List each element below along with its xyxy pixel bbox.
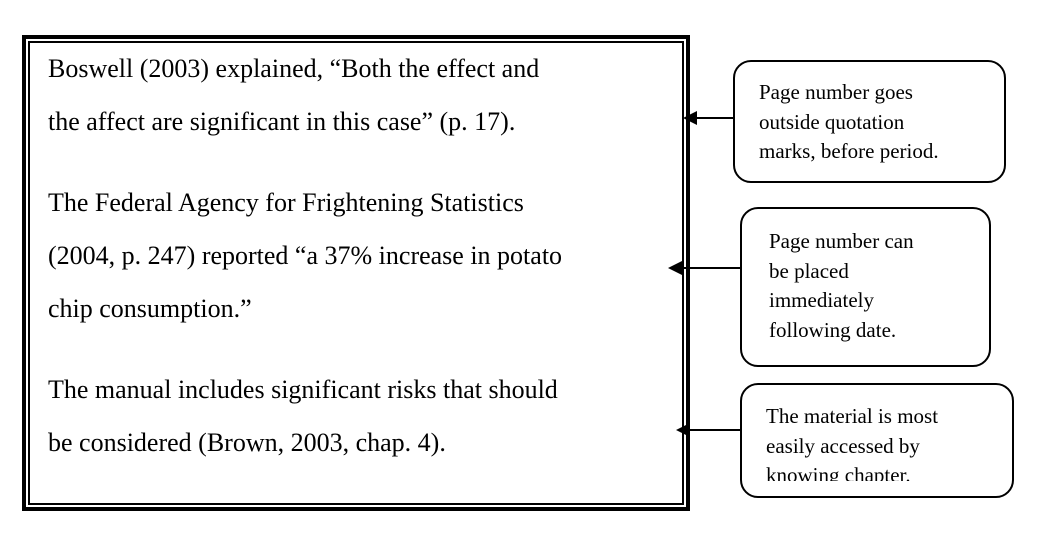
frame-inner-border xyxy=(28,41,684,505)
callout-line: The material is most xyxy=(766,404,939,428)
callout-line: Page number goes xyxy=(759,80,913,104)
callout-line: immediately xyxy=(769,288,874,312)
callout-line: easily accessed by xyxy=(766,433,920,458)
example-quotation: Boswell (2003) explained, “Both the effe… xyxy=(48,42,539,148)
text-line: The Federal Agency for Frightening Stati… xyxy=(48,188,524,217)
callout-line: knowing chapter. xyxy=(766,463,911,481)
arrow-left-icon xyxy=(683,111,733,125)
text-line: the affect are significant in this case”… xyxy=(48,107,516,136)
example-chapter: The manual includes significant risks th… xyxy=(48,363,558,469)
callout-line: marks, before period. xyxy=(759,139,939,163)
text-line: (2004, p. 247) reported “a 37% increase … xyxy=(48,241,563,270)
callout-date: Page number can be placed immediately fo… xyxy=(740,207,991,367)
arrow-left-icon xyxy=(668,261,740,275)
arrow-left-icon xyxy=(676,423,745,437)
text-line: The manual includes significant risks th… xyxy=(48,375,558,404)
examples-frame xyxy=(22,35,690,511)
callout-chapter: The material is most easily accessed by … xyxy=(740,383,1014,498)
callout-quotation: Page number goes outside quotation marks… xyxy=(733,60,1006,183)
text-line: be considered (Brown, 2003, chap. 4). xyxy=(48,428,446,457)
callout-line: following date. xyxy=(769,317,897,342)
text-line: chip consumption.” xyxy=(48,294,252,323)
callout-line: outside quotation xyxy=(759,109,905,134)
text-line: Boswell (2003) explained, “Both the effe… xyxy=(48,54,540,83)
example-date-page: The Federal Agency for Frightening Stati… xyxy=(48,176,562,335)
callout-line: Page number can xyxy=(769,229,914,253)
callout-line: be placed xyxy=(769,258,849,283)
